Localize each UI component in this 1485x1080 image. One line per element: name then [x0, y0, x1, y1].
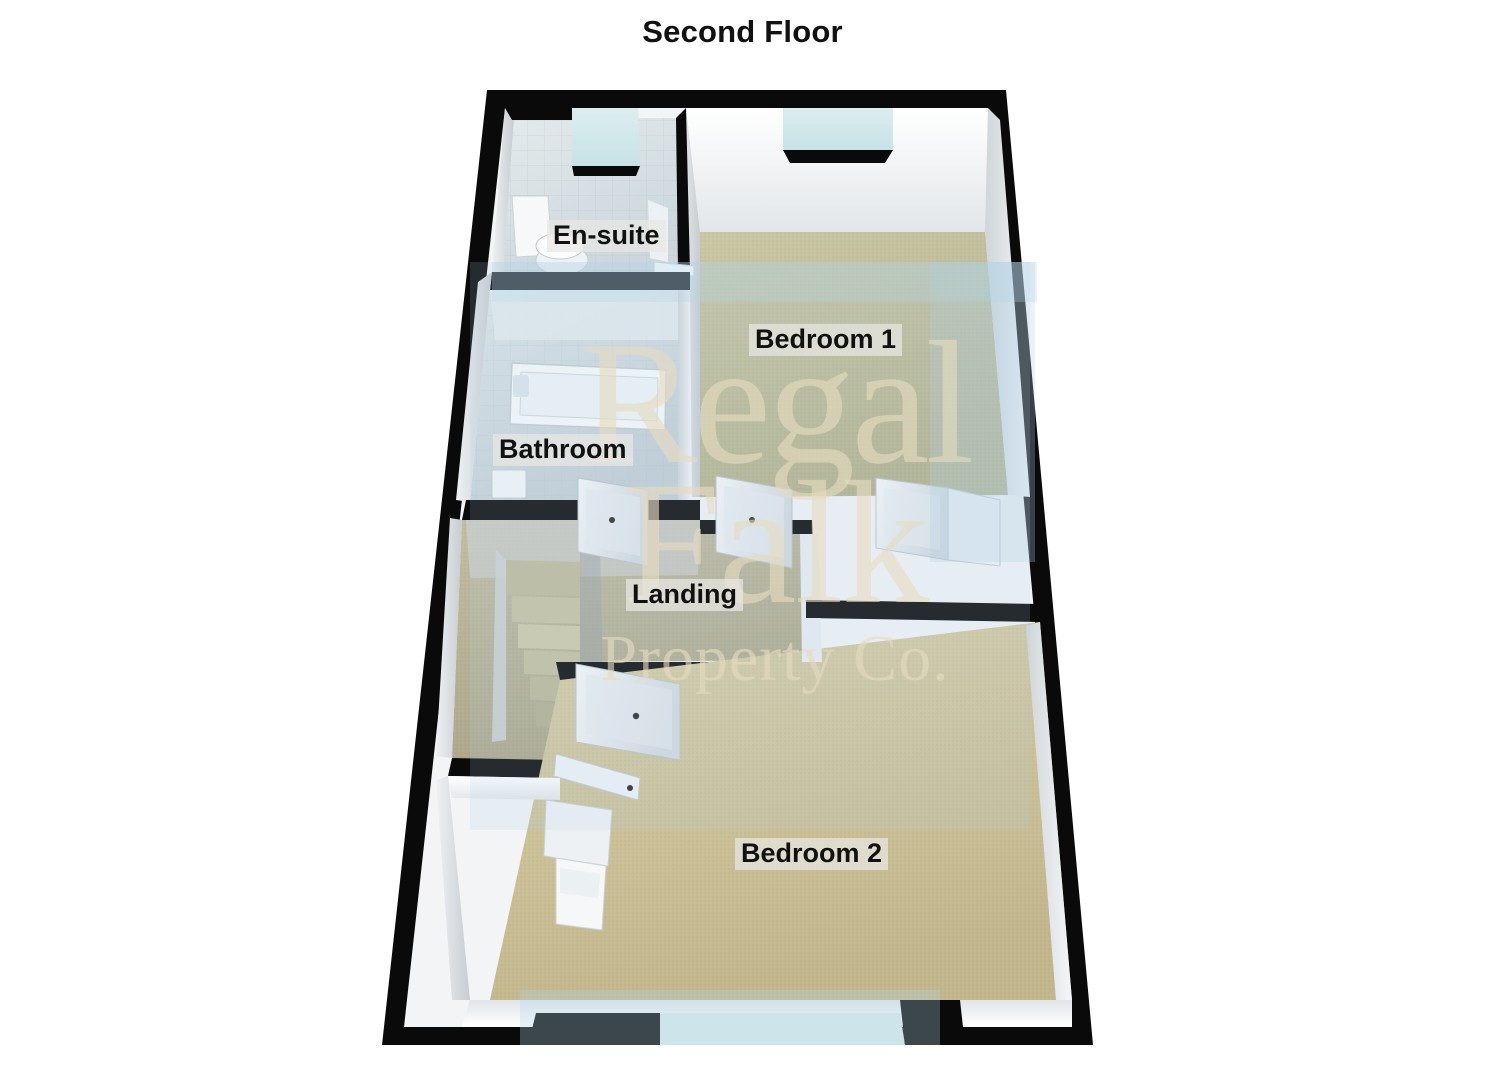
room-bedroom-1 — [678, 108, 1030, 497]
wardrobe-block — [543, 799, 613, 931]
room-label-bedroom-1: Bedroom 1 — [749, 324, 903, 357]
open-doors — [553, 475, 1001, 801]
room-label-landing: Landing — [626, 579, 743, 612]
toilet-fixture-bathroom — [491, 469, 527, 499]
wall-jambs — [800, 534, 822, 662]
room-label-bedroom-2: Bedroom 2 — [735, 838, 889, 871]
room-en-suite — [490, 108, 695, 290]
room-label-en-suite: En-suite — [547, 220, 666, 253]
page-title: Second Floor — [642, 14, 843, 49]
room-label-bathroom: Bathroom — [493, 434, 633, 467]
bathtub-fixture — [509, 362, 667, 431]
